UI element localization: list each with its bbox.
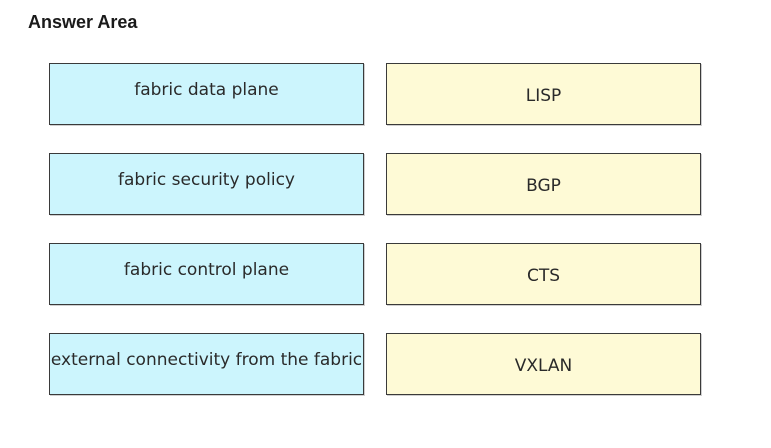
- description-box-fabric-data-plane[interactable]: fabric data plane: [49, 63, 364, 125]
- description-label: external connectivity from the fabric: [50, 350, 363, 370]
- description-box-fabric-control-plane[interactable]: fabric control plane: [49, 243, 364, 305]
- protocol-label: VXLAN: [514, 356, 573, 376]
- description-label: fabric security policy: [118, 170, 295, 190]
- description-box-fabric-security-policy[interactable]: fabric security policy: [49, 153, 364, 215]
- description-box-external-connectivity[interactable]: external connectivity from the fabric: [49, 333, 364, 395]
- answer-area-title: Answer Area: [28, 12, 138, 32]
- protocol-box-lisp[interactable]: LISP: [386, 63, 701, 125]
- description-label: fabric control plane: [123, 260, 290, 280]
- protocol-label: BGP: [526, 176, 561, 196]
- protocol-box-vxlan[interactable]: VXLAN: [386, 333, 701, 395]
- protocol-box-cts[interactable]: CTS: [386, 243, 701, 305]
- protocol-box-bgp[interactable]: BGP: [386, 153, 701, 215]
- description-label: fabric data plane: [134, 80, 279, 100]
- protocol-label: LISP: [525, 86, 562, 106]
- protocol-label: CTS: [526, 266, 561, 286]
